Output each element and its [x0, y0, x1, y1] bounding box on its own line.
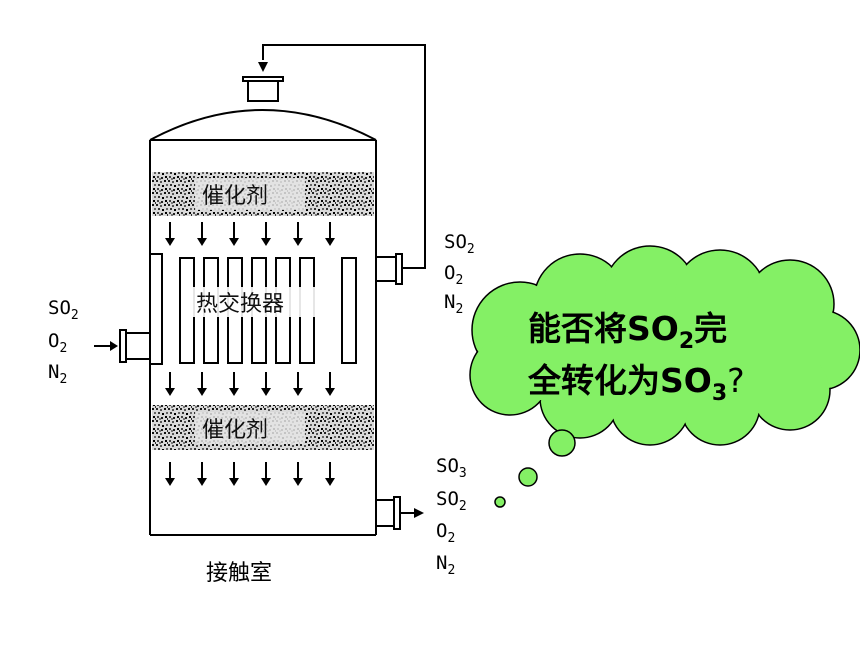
flow-arrow-icon — [293, 478, 303, 486]
flow-arrow-icon — [197, 478, 207, 486]
svg-text:O2: O2 — [48, 330, 67, 356]
flow-arrow-icon — [229, 478, 239, 486]
catalyst-label-lower: 催化剂 — [202, 418, 268, 443]
catalyst-bed-lower: 催化剂 — [152, 405, 374, 450]
inlet-arrow-icon — [110, 341, 118, 351]
flow-arrow-icon — [261, 238, 271, 246]
svg-text:O2: O2 — [436, 520, 455, 546]
heat-exchanger: 热交换器 — [149, 253, 357, 365]
pipe-arrow-icon — [258, 62, 268, 72]
bottom-outlet-nozzle — [375, 496, 424, 530]
svg-text:N2: N2 — [444, 291, 463, 317]
outlet-arrow-icon — [414, 508, 424, 518]
flow-arrows-row-3 — [165, 462, 335, 486]
side-outlet-nozzle — [375, 253, 403, 285]
side-outlet-gas-label: SO2 O2 N2 — [444, 231, 475, 317]
flow-arrow-icon — [165, 478, 175, 486]
thought-dots — [494, 429, 576, 508]
bubble-line-1: 能否将SO2完 — [528, 309, 727, 354]
thought-bubble: 能否将SO2完 全转化为SO3? — [469, 245, 860, 508]
cloud-fill — [471, 247, 859, 444]
svg-text:O2: O2 — [444, 262, 463, 288]
flow-arrow-icon — [165, 238, 175, 246]
bottom-outlet-gas-label: SO3 SO2 O2 N2 — [436, 455, 467, 578]
heat-exchanger-label: 热交换器 — [196, 292, 284, 317]
svg-text:SO3: SO3 — [436, 455, 467, 481]
flow-arrow-icon — [229, 388, 239, 396]
svg-text:SO2: SO2 — [444, 231, 475, 257]
catalyst-label-upper: 催化剂 — [202, 184, 268, 209]
flow-arrows-row-1 — [165, 222, 335, 246]
flow-arrow-icon — [325, 388, 335, 396]
flow-arrow-icon — [197, 238, 207, 246]
catalyst-bed-upper: 催化剂 — [152, 172, 374, 216]
diagram-caption: 接触室 — [206, 561, 272, 586]
svg-text:N2: N2 — [436, 552, 455, 578]
bubble-line-2: 全转化为SO3? — [527, 361, 745, 406]
flow-arrow-icon — [325, 478, 335, 486]
flow-arrow-icon — [293, 388, 303, 396]
flow-arrow-icon — [165, 388, 175, 396]
flow-arrow-icon — [197, 388, 207, 396]
flow-arrow-icon — [325, 238, 335, 246]
vessel-dome — [149, 109, 377, 141]
svg-text:N2: N2 — [48, 361, 67, 387]
inlet-gas-label: SO2 O2 N2 — [48, 297, 79, 387]
flow-arrow-icon — [229, 238, 239, 246]
svg-text:SO2: SO2 — [48, 297, 79, 323]
flow-arrow-icon — [261, 478, 271, 486]
flow-arrows-row-2 — [165, 372, 335, 396]
flow-arrow-icon — [293, 238, 303, 246]
flow-arrow-icon — [261, 388, 271, 396]
svg-text:SO2: SO2 — [436, 488, 467, 514]
inlet-nozzle — [94, 329, 151, 363]
top-nozzle — [242, 76, 284, 102]
